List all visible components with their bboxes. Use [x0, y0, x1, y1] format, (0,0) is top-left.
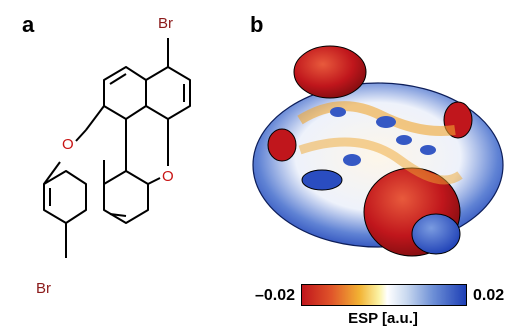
atom-o-right: O: [162, 168, 174, 185]
esp-br-lobe-top: [293, 45, 367, 99]
esp-hole-6: [301, 169, 343, 191]
esp-hole-2: [376, 116, 396, 128]
atom-br-top: Br: [158, 15, 173, 32]
esp-hole-1: [343, 154, 361, 166]
esp-surface: [252, 45, 504, 257]
esp-hole-4: [330, 107, 346, 117]
esp-contour-warm: [297, 101, 456, 136]
molecule-bonds: [43, 38, 191, 258]
esp-hole-5: [420, 145, 436, 155]
colorbar-max-label: 0.02: [473, 287, 505, 304]
panel-label-a: a: [22, 12, 35, 37]
esp-contour-warm-2: [298, 137, 463, 185]
atom-o-left: O: [62, 136, 74, 153]
esp-colorbar: [301, 284, 467, 306]
esp-hole-3: [396, 135, 412, 145]
panel-label-b: b: [250, 12, 264, 37]
esp-blue-cap: [411, 213, 461, 255]
esp-o-lobe-left: [267, 128, 297, 162]
atom-br-bottom: Br: [36, 280, 51, 297]
colorbar-title: ESP [a.u.]: [348, 310, 418, 327]
colorbar-min-label: –0.02: [255, 287, 296, 304]
